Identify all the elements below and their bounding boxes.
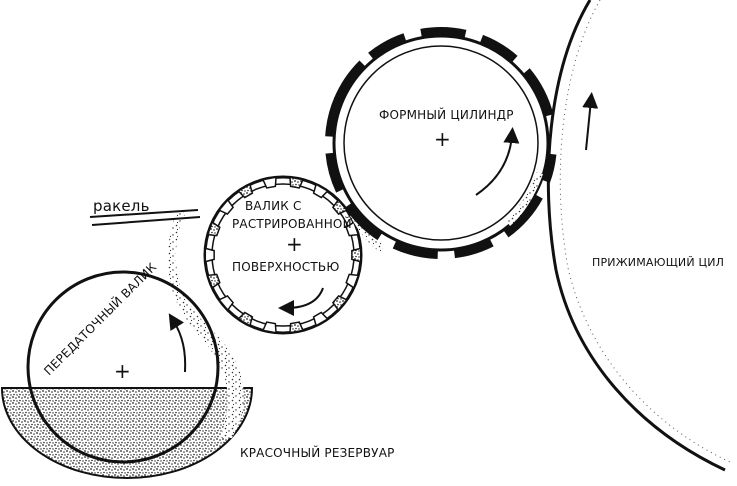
plate-printing-element bbox=[453, 238, 494, 259]
anilox-center-mark: + bbox=[286, 232, 303, 256]
anilox-roller-label-line1: ВАЛИК С bbox=[245, 199, 302, 213]
impression-cylinder-label: ПРИЖИМАЮЩИЙ ЦИЛ bbox=[592, 256, 724, 269]
anilox-cell bbox=[261, 321, 277, 334]
anilox-cell bbox=[312, 183, 329, 199]
plate-cylinder-label: ФОРМНЫЙ ЦИЛИНДР bbox=[379, 107, 514, 122]
doctor-blade-label: ракель bbox=[93, 197, 150, 215]
ink-reservoir bbox=[0, 387, 254, 479]
anilox-cell bbox=[261, 176, 277, 189]
anilox-cell bbox=[345, 221, 360, 237]
anilox-roller-label-line3: ПОВЕРХНОСТЬЮ bbox=[232, 260, 340, 274]
plate-printing-element bbox=[479, 34, 518, 63]
anilox-cell bbox=[218, 198, 235, 216]
anilox-cell bbox=[312, 311, 329, 327]
plate-printing-element bbox=[344, 202, 383, 241]
anilox-cell bbox=[237, 183, 254, 199]
ink-film-transfer bbox=[168, 212, 244, 438]
anilox-cell bbox=[206, 221, 221, 237]
plate-printing-element bbox=[325, 152, 345, 193]
plate-cylinder bbox=[325, 27, 557, 259]
impression-cylinder bbox=[546, 0, 726, 472]
anilox-cell bbox=[218, 294, 235, 312]
anilox-cell bbox=[289, 176, 305, 189]
plate-printing-element bbox=[522, 68, 554, 117]
anilox-roller bbox=[203, 175, 363, 335]
ink-film-plate-edge bbox=[506, 172, 543, 226]
impression-cylinder-rotation-arrow bbox=[582, 92, 599, 151]
transfer-roller-center-mark: + bbox=[114, 359, 131, 383]
anilox-cell bbox=[331, 198, 348, 216]
plate-cylinder-rotation-arrow bbox=[475, 127, 520, 196]
anilox-cell bbox=[206, 273, 221, 289]
plate-printing-element bbox=[325, 96, 343, 137]
plate-printing-element bbox=[420, 27, 467, 39]
transfer-roller-rotation-arrow bbox=[168, 313, 187, 373]
plate-printing-element bbox=[392, 240, 438, 259]
anilox-cell bbox=[289, 321, 305, 334]
impression-cylinder-dotted-edge bbox=[559, 0, 731, 463]
ink-reservoir-label: КРАСОЧНЫЙ РЕЗЕРВУАР bbox=[240, 445, 395, 460]
plate-cylinder-center-mark: + bbox=[434, 127, 451, 151]
plate-printing-element bbox=[503, 194, 543, 238]
anilox-rotation-arrow bbox=[278, 287, 324, 316]
anilox-cell bbox=[345, 273, 360, 289]
anilox-roller-label-line2: РАСТРИРОВАННОЙ bbox=[232, 216, 352, 231]
doctor-blade bbox=[89, 209, 201, 226]
anilox-cell bbox=[351, 247, 362, 263]
transfer-roller bbox=[26, 270, 220, 464]
plate-printing-element bbox=[368, 33, 407, 60]
transfer-roller-label: ПЕРЕДАТОЧНЫЙ ВАЛИК bbox=[41, 259, 160, 378]
plate-printing-element bbox=[333, 60, 366, 103]
anilox-cell bbox=[331, 294, 348, 312]
anilox-cell bbox=[237, 311, 254, 327]
anilox-cell bbox=[204, 247, 215, 263]
